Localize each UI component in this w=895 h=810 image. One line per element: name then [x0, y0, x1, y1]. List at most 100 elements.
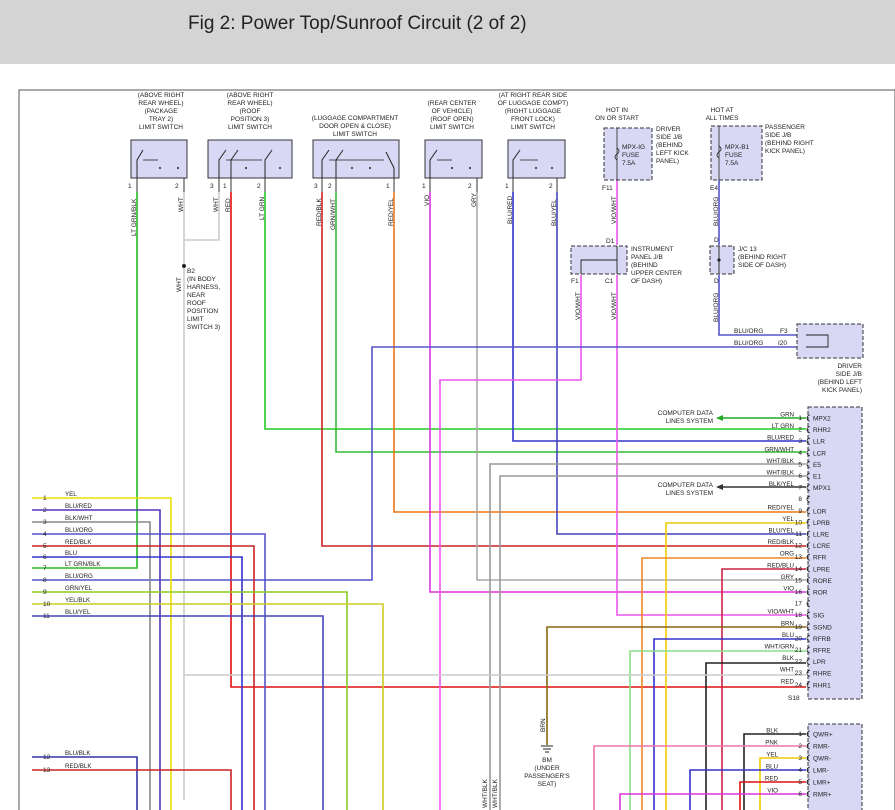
- pin-terminal: [806, 507, 811, 515]
- module-wire-color: WHT: [780, 667, 794, 674]
- wire-left-3-blk-wht: [32, 521, 151, 810]
- module-pin-name: SIG: [813, 613, 824, 620]
- module-pin-name: RORE: [813, 578, 832, 585]
- module-pin-number: 4: [798, 767, 802, 774]
- module-pin-number: 5: [798, 461, 802, 468]
- module-pin-name: RFRB: [813, 636, 831, 643]
- wire-left-10-yel-blk: [32, 603, 384, 810]
- wire-blu-red: [512, 192, 806, 442]
- module-wire-color: BLU/YEL: [769, 528, 795, 535]
- svg-text:I20: I20: [778, 340, 787, 347]
- svg-text:1: 1: [223, 183, 227, 190]
- wire-left-2-blu-red: [32, 509, 161, 810]
- wire-wht-grn-21: [629, 650, 806, 810]
- wire-lt-grn-blk: [32, 192, 138, 569]
- module-wire-color: RED/YEL: [768, 504, 795, 511]
- module-pin-row: 17: [795, 600, 811, 608]
- wire-left-5-red-blk: [32, 545, 255, 810]
- page-title: Fig 2: Power Top/Sunroof Circuit (2 of 2…: [188, 13, 527, 34]
- left-wire-color: YEL: [65, 491, 77, 498]
- left-wire-color: BLU/YEL: [65, 609, 91, 616]
- wire-org-13: [641, 557, 806, 810]
- pin-terminal: [806, 623, 811, 631]
- left-wire-number: 9: [43, 589, 47, 596]
- module-pin-name: LCR: [813, 450, 826, 457]
- svg-text:WHT: WHT: [176, 277, 183, 292]
- module-pin-number: 23: [795, 670, 803, 677]
- module-pin-number: 6: [798, 791, 802, 798]
- power-top-module-lower: [807, 723, 863, 810]
- svg-text:D: D: [714, 278, 719, 285]
- svg-text:3: 3: [314, 183, 318, 190]
- pin-terminal: [806, 542, 811, 549]
- wire-blu-b4: [689, 769, 806, 810]
- wire-gry: [476, 192, 806, 581]
- pin-terminal: [806, 530, 811, 538]
- module-wire-color: BLK: [782, 655, 795, 662]
- module-pin-name: SGND: [813, 624, 832, 631]
- module-pin-name: MPX2: [813, 416, 831, 423]
- pin-terminal: [806, 553, 811, 561]
- wire-vio-b6: [619, 793, 806, 810]
- svg-text:2: 2: [175, 183, 179, 190]
- wire-wht-blk-2: [499, 475, 806, 810]
- bottom-wire-label: WHT/BLK: [482, 778, 489, 808]
- module-pin-number: 2: [798, 743, 802, 750]
- left-wire-row: 7LT GRN/BLK: [43, 561, 101, 572]
- wire-grn-wht: [335, 192, 806, 453]
- wire-pnk-b2: [593, 745, 806, 810]
- module-pin-name: RFR: [813, 555, 827, 562]
- svg-text:E4: E4: [710, 185, 718, 192]
- module-pin-number: 2: [798, 427, 802, 434]
- module-pin-number: 10: [795, 519, 803, 526]
- svg-text:F3: F3: [780, 328, 788, 335]
- module-wire-color: WHT/BLK: [766, 470, 794, 477]
- wire-left-11-blu-yel: [32, 615, 324, 810]
- module-wire-color: BLU: [782, 632, 794, 639]
- module-pin-name: RMR-: [813, 744, 830, 751]
- pin-terminal: [806, 754, 811, 762]
- left-wire-number: 12: [43, 754, 51, 761]
- left-wire-number: 4: [43, 531, 47, 538]
- pin-terminal: [806, 588, 811, 596]
- pin-terminal: [806, 646, 811, 654]
- left-wire-color: RED/BLK: [65, 539, 92, 546]
- pin-terminal: [806, 790, 811, 798]
- pin-terminal: [806, 519, 811, 526]
- wire-left-13-red-blk: [32, 769, 232, 810]
- module-wire-color: LT GRN: [772, 423, 794, 430]
- module-pin-number: 6: [798, 473, 802, 480]
- left-wire-color: BLK/WHT: [65, 515, 93, 522]
- module-wire-color: RED/BLU: [767, 562, 794, 569]
- svg-text:2: 2: [257, 183, 261, 190]
- pin-terminal: [806, 730, 811, 738]
- wire-blu-yel: [556, 192, 806, 535]
- svg-text:D1: D1: [606, 238, 615, 245]
- wire-left-4-blu-org: [32, 533, 266, 810]
- svg-text:LT GRN/BLK: LT GRN/BLK: [131, 198, 138, 236]
